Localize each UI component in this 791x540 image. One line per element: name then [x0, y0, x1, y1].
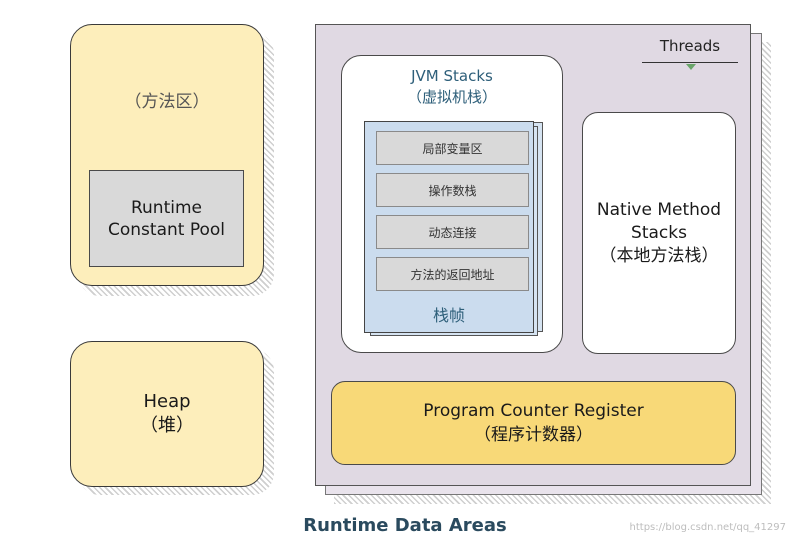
heap-label: Heap — [143, 391, 191, 412]
threads-underline — [642, 62, 738, 63]
jvm-stacks: JVM Stacks （虚拟机栈） 局部变量区 操作数栈 动态连接 方法的返回地… — [341, 55, 563, 353]
return-address-row: 方法的返回地址 — [376, 257, 529, 291]
native-method-stacks-line-2: Stacks — [631, 222, 687, 243]
program-counter-register-sublabel: （程序计数器） — [474, 425, 593, 445]
stack-frame-label: 栈帧 — [432, 306, 465, 325]
method-area-title: （方法区） — [124, 92, 210, 112]
heap-sublabel: （堆） — [140, 415, 194, 436]
dynamic-linking-row: 动态连接 — [376, 215, 529, 249]
program-counter-register: Program Counter Register （程序计数器） — [331, 381, 736, 465]
diagram-caption: Runtime Data Areas — [303, 515, 507, 536]
stack-frame: 局部变量区 操作数栈 动态连接 方法的返回地址 栈帧 — [364, 121, 534, 333]
runtime-constant-pool-line-1: Runtime — [130, 197, 202, 218]
method-area: （方法区） Runtime Constant Pool — [70, 24, 264, 286]
program-counter-register-label: Program Counter Register — [423, 401, 644, 421]
runtime-constant-pool: Runtime Constant Pool — [89, 170, 244, 267]
watermark: https://blog.csdn.net/qq_41297 — [629, 522, 786, 533]
native-method-stacks: Native Method Stacks （本地方法栈） — [582, 112, 736, 354]
runtime-constant-pool-line-2: Constant Pool — [108, 219, 225, 240]
native-method-stacks-line-3: （本地方法栈） — [599, 245, 719, 266]
local-variables-row: 局部变量区 — [376, 131, 529, 165]
threads-label: Threads — [659, 37, 721, 55]
threads-panel: Threads JVM Stacks （虚拟机栈） 局部变量区 操作数栈 动态连… — [315, 24, 751, 486]
native-method-stacks-line-1: Native Method — [596, 199, 722, 220]
jvm-stacks-title-line-2: （虚拟机栈） — [406, 88, 497, 106]
operand-stack-row: 操作数栈 — [376, 173, 529, 207]
jvm-stacks-title-line-1: JVM Stacks — [411, 67, 493, 85]
threads-marker-icon — [686, 64, 696, 70]
jvm-stacks-title: JVM Stacks （虚拟机栈） — [342, 66, 562, 108]
heap: Heap （堆） — [70, 341, 264, 487]
